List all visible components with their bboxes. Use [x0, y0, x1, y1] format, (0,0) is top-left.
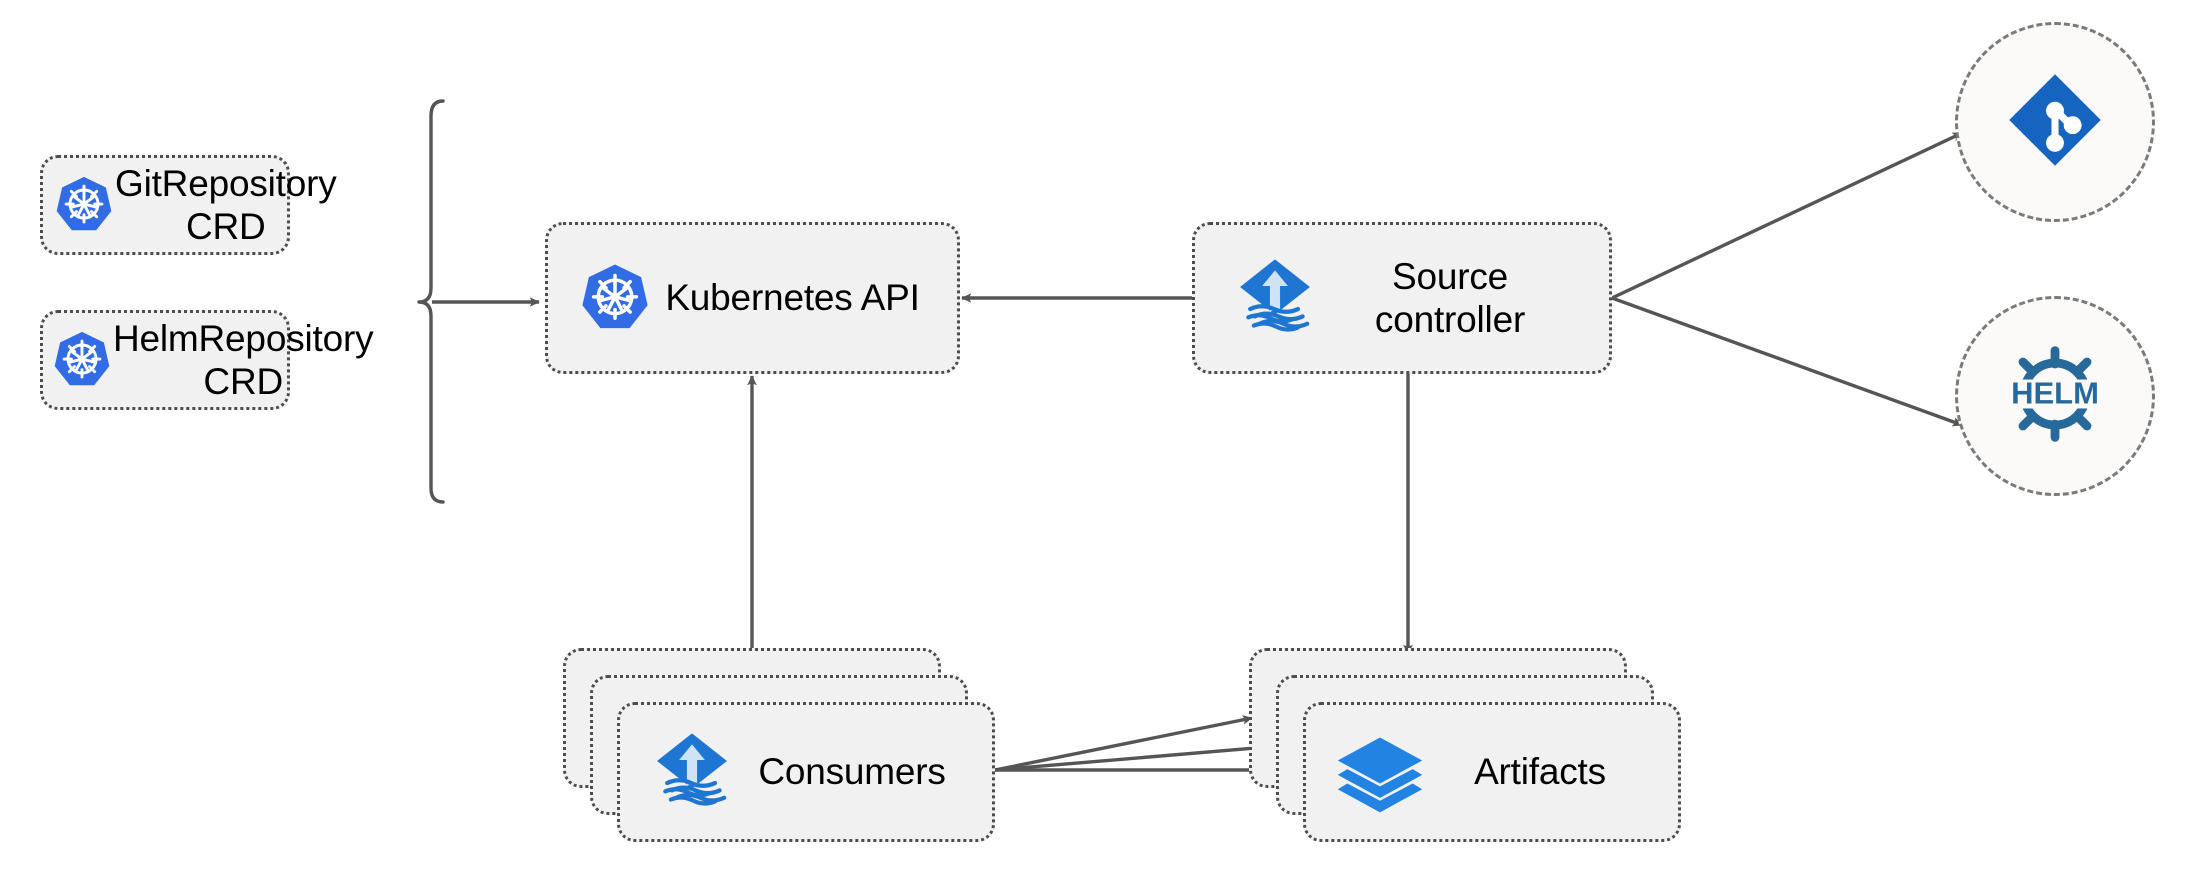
flux-icon: [646, 726, 738, 818]
node-label: Kubernetes API: [665, 277, 920, 319]
edge-consumers-to-artifacts-1: [994, 715, 1253, 772]
crd-group-bracket: [417, 99, 445, 504]
layers-icon: [1332, 724, 1428, 820]
node-label: HelmRepository CRD: [113, 317, 374, 402]
edge-consumers-to-artifacts-2: [994, 741, 1280, 772]
node-helm-source[interactable]: HELM: [1955, 296, 2155, 496]
node-source-controller[interactable]: Source controller: [1192, 222, 1612, 374]
node-artifacts[interactable]: Artifacts: [1303, 702, 1681, 842]
node-kubernetes-api[interactable]: Kubernetes API: [545, 222, 960, 374]
flux-icon: [1229, 252, 1321, 344]
node-label: GitRepository CRD: [115, 162, 337, 247]
helm-icon: HELM: [1993, 332, 2117, 461]
node-helmrepository-crd[interactable]: HelmRepository CRD: [40, 310, 374, 410]
helm-wordmark: HELM: [2011, 375, 2099, 410]
node-gitrepository-crd[interactable]: GitRepository CRD: [40, 155, 337, 255]
node-label: Source controller: [1374, 255, 1526, 340]
node-label: Artifacts: [1474, 751, 1606, 793]
node-consumers[interactable]: Consumers: [617, 702, 995, 842]
edge-source-controller-to-git: [1611, 131, 1963, 300]
edge-source-controller-to-helm: [1611, 296, 1963, 427]
kubernetes-icon: [578, 261, 652, 335]
kubernetes-icon: [53, 174, 115, 236]
node-git-source[interactable]: [1955, 22, 2155, 222]
kubernetes-icon: [51, 329, 113, 391]
node-label: Consumers: [758, 751, 946, 793]
git-icon: [2003, 68, 2107, 177]
